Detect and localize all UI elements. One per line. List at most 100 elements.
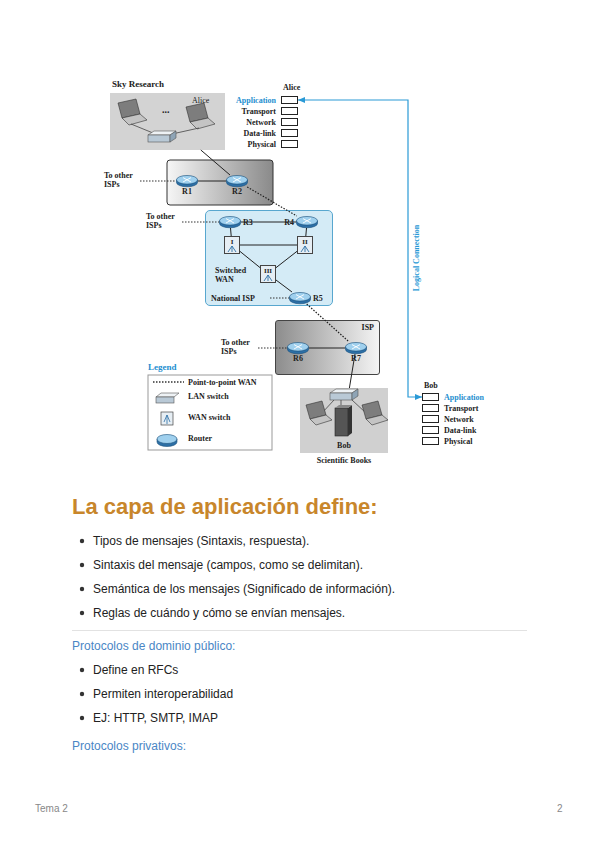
bullet <box>80 611 84 615</box>
router-arrows <box>183 178 191 182</box>
switch-top <box>156 393 179 397</box>
laptop <box>186 103 215 129</box>
node-label: Application <box>444 393 484 402</box>
stub-line <box>258 347 287 348</box>
laptop <box>118 99 147 125</box>
network-link <box>201 150 230 175</box>
laptop <box>306 401 332 425</box>
subheading: Protocolos privativos: <box>72 739 186 753</box>
switch-side <box>170 131 176 142</box>
wan-switch: I <box>224 236 240 254</box>
router-arrows <box>233 178 241 182</box>
router-node: R6 <box>287 342 309 354</box>
wan-switch-symbol <box>298 245 312 253</box>
router-top <box>157 435 177 444</box>
protocol-layer: Network <box>422 415 439 423</box>
router-top <box>227 175 248 184</box>
router-arrows <box>296 295 304 299</box>
bullet-text: Tipos de mensajes (Sintaxis, respuesta). <box>93 534 309 548</box>
node-label: Physical <box>444 437 472 446</box>
protocol-layer: Network <box>281 118 298 126</box>
page-heading: La capa de aplicación define: <box>72 494 378 520</box>
switch-front <box>330 393 352 400</box>
point-to-point-wan <box>247 187 297 216</box>
node-label: R3 <box>243 218 253 227</box>
node-label: III <box>261 267 275 275</box>
network-link <box>240 245 297 246</box>
bullet-text: Define en RFCs <box>93 663 178 677</box>
laptop-base <box>310 415 332 425</box>
switch-arrows <box>301 246 309 252</box>
legend-text: WAN switch <box>188 413 230 422</box>
network-link <box>276 280 292 292</box>
legend-sample-line <box>153 381 184 382</box>
node-label: R6 <box>283 354 313 363</box>
legend-box <box>148 375 272 450</box>
laptop-screen <box>186 103 208 122</box>
legend-title: Legend <box>148 362 177 372</box>
laptop-screen <box>306 401 326 419</box>
router-top <box>297 216 318 225</box>
node-label: Transport <box>241 107 276 116</box>
node-label: Application <box>236 96 276 105</box>
ellipsis: ... <box>162 104 170 115</box>
laptop-screen <box>118 99 140 118</box>
router-top <box>220 216 241 225</box>
divider-line <box>72 630 527 631</box>
node-label: Transport <box>444 404 479 413</box>
wan-switch-symbol <box>261 274 275 282</box>
router-symbol <box>287 342 309 354</box>
protocol-layer: Application <box>281 96 298 104</box>
laptop <box>362 401 388 425</box>
router-node: R4 <box>296 216 318 228</box>
router-symbol <box>345 342 367 354</box>
node-label: Physical <box>248 140 276 149</box>
router-symbol <box>219 216 241 228</box>
switch-box <box>161 412 173 425</box>
wan-switch: II <box>297 236 313 254</box>
isp-box: National ISPR3R4IIIIIIR5 <box>205 210 333 306</box>
server-side <box>348 405 352 436</box>
node-label: R1 <box>172 187 202 196</box>
router-top <box>177 175 198 184</box>
stack-header: Alice <box>283 83 300 92</box>
footer-text: Tema 2 <box>35 803 68 815</box>
legend-sample-wan-switch <box>161 412 173 425</box>
router-symbol <box>226 175 248 187</box>
protocol-layer: Transport <box>281 107 298 115</box>
protocol-layer: Transport <box>422 404 439 412</box>
bullet-text: Sintaxis del mensaje (campos, como se de… <box>93 558 363 572</box>
legend-text: Router <box>188 434 212 443</box>
switch-arrows <box>264 275 272 281</box>
network-link <box>240 251 260 267</box>
legend-sample-lan-switch <box>156 393 179 403</box>
legend-text: LAN switch <box>188 392 229 401</box>
switch-top <box>148 131 176 135</box>
bullet-text: EJ: HTTP, SMTP, IMAP <box>93 711 218 725</box>
network-link <box>276 251 297 267</box>
laptop-base <box>190 118 215 129</box>
protocol-layer: Physical <box>281 140 298 148</box>
router-arrows <box>303 219 311 223</box>
bullet <box>80 563 84 567</box>
network-link <box>230 228 232 236</box>
node-label: II <box>298 238 312 246</box>
bullet <box>80 716 84 720</box>
bullet <box>80 587 84 591</box>
lan-wire <box>322 400 366 413</box>
router-body <box>157 439 177 447</box>
protocol-layer: Application <box>422 393 439 401</box>
server-top <box>335 405 352 408</box>
legend-sample-router <box>157 435 177 447</box>
switch-arrows <box>228 246 236 252</box>
server <box>335 405 352 436</box>
wan-switch: III <box>260 265 276 283</box>
bullet-text: Semántica de los mensajes (Significado d… <box>93 582 395 596</box>
bullet-text: Permiten interoperabilidad <box>93 687 233 701</box>
network-link <box>241 222 296 223</box>
isp-box: ISPR6R7 <box>275 320 380 375</box>
switch-top <box>330 389 358 393</box>
lan-switch <box>330 389 358 400</box>
